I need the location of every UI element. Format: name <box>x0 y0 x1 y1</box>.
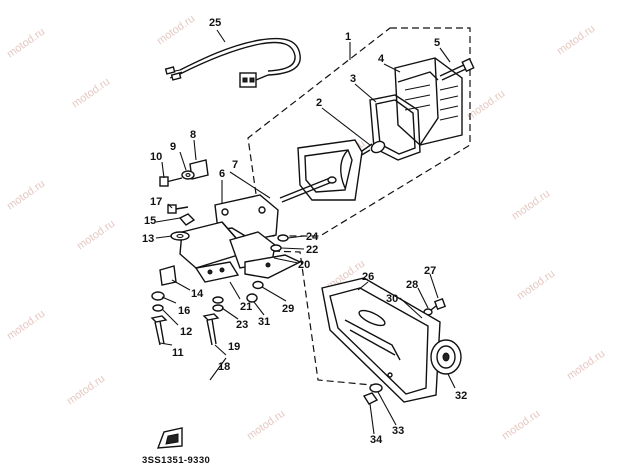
part-label-16: 16 <box>178 305 190 317</box>
part-label-12: 12 <box>180 326 192 338</box>
watermark-text: motod.ru <box>5 308 47 343</box>
plate-assembly-boundary <box>239 249 373 386</box>
part-label-28: 28 <box>406 279 418 291</box>
watermark-text: motod.ru <box>515 268 557 303</box>
part-label-29: 29 <box>282 303 294 315</box>
watermark-text: motod.ru <box>65 373 107 408</box>
part-label-7: 7 <box>232 159 238 171</box>
part-label-26: 26 <box>362 271 374 283</box>
part-label-13: 13 <box>142 233 154 245</box>
lamp-base-plate <box>297 139 363 201</box>
watermark-text: motod.ru <box>565 348 607 383</box>
part-label-4: 4 <box>378 53 385 65</box>
assembly-boundary <box>247 27 471 237</box>
part-label-3: 3 <box>350 73 356 85</box>
watermark-text: motod.ru <box>500 408 542 443</box>
part-label-14: 14 <box>191 288 204 300</box>
part-label-2: 2 <box>316 97 322 109</box>
part-label-9: 9 <box>170 141 176 153</box>
part-label-20: 20 <box>298 259 310 271</box>
part-label-23: 23 <box>236 319 248 331</box>
part-label-21: 21 <box>240 301 252 313</box>
watermark-text: motod.ru <box>5 26 47 61</box>
part-label-31: 31 <box>258 316 270 328</box>
reflector <box>430 339 462 375</box>
part-label-34: 34 <box>370 434 383 446</box>
part-label-27: 27 <box>424 265 436 277</box>
watermark-text: motod.ru <box>245 408 287 443</box>
wire-harness <box>164 37 301 88</box>
part-label-1: 1 <box>345 31 351 43</box>
part-label-33: 33 <box>392 425 404 437</box>
watermark-text: motod.ru <box>155 13 197 48</box>
watermark-text: motod.ru <box>465 88 507 123</box>
bulb <box>359 140 386 157</box>
part-label-32: 32 <box>455 390 467 402</box>
part-label-15: 15 <box>144 215 156 227</box>
part-label-30: 30 <box>386 293 398 305</box>
watermark-text: motod.ru <box>75 218 117 253</box>
part-label-5: 5 <box>434 37 440 49</box>
watermark-text: motod.ru <box>70 76 112 111</box>
front-arrow-icon <box>156 427 183 449</box>
part-label-24: 24 <box>306 231 319 243</box>
watermark-text: motod.ru <box>555 23 597 58</box>
part-label-22: 22 <box>306 244 318 256</box>
watermark-text: motod.ru <box>5 178 47 213</box>
part-labels: 1 2 3 4 5 6 7 8 9 10 11 12 13 14 15 16 1… <box>142 17 467 446</box>
part-label-25: 25 <box>209 17 221 29</box>
part-label-8: 8 <box>190 129 196 141</box>
leader-lines <box>155 29 456 435</box>
part-label-6: 6 <box>219 168 225 180</box>
watermark-layer: motod.ru motod.ru motod.ru motod.ru moto… <box>5 13 607 443</box>
tail-light-bracket <box>179 194 279 269</box>
part-label-18: 18 <box>218 361 230 373</box>
tail-lens <box>394 57 463 146</box>
watermark-text: motod.ru <box>510 188 552 223</box>
part-label-19: 19 <box>228 341 240 353</box>
part-label-17: 17 <box>150 196 162 208</box>
lens-screw <box>439 57 475 81</box>
part-label-11: 11 <box>172 347 184 359</box>
diagram-code: 3SS1351-9330 <box>142 455 210 466</box>
part-label-10: 10 <box>150 151 162 163</box>
